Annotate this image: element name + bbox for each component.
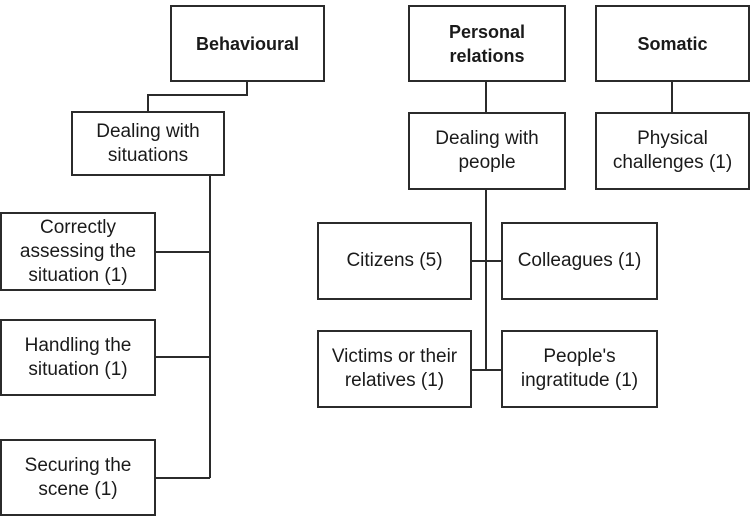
- node-physical-challenges: Physical challenges (1): [595, 112, 750, 190]
- node-dealing-with-situations: Dealing with situations: [71, 111, 225, 176]
- node-dealing-with-people: Dealing with people: [408, 112, 566, 190]
- node-citizens: Citizens (5): [317, 222, 472, 300]
- node-ingratitude: People's ingratitude (1): [501, 330, 658, 408]
- connector-behavioural: [147, 81, 248, 111]
- node-correctly-assessing: Correctly assessing the situation (1): [0, 212, 156, 291]
- node-somatic: Somatic: [595, 5, 750, 82]
- node-securing-scene: Securing the scene (1): [0, 439, 156, 516]
- node-victims: Victims or their relatives (1): [317, 330, 472, 408]
- node-handling-situation: Handling the situation (1): [0, 319, 156, 396]
- node-behavioural: Behavioural: [170, 5, 325, 82]
- node-personal-relations: Personal relations: [408, 5, 566, 82]
- node-colleagues: Colleagues (1): [501, 222, 658, 300]
